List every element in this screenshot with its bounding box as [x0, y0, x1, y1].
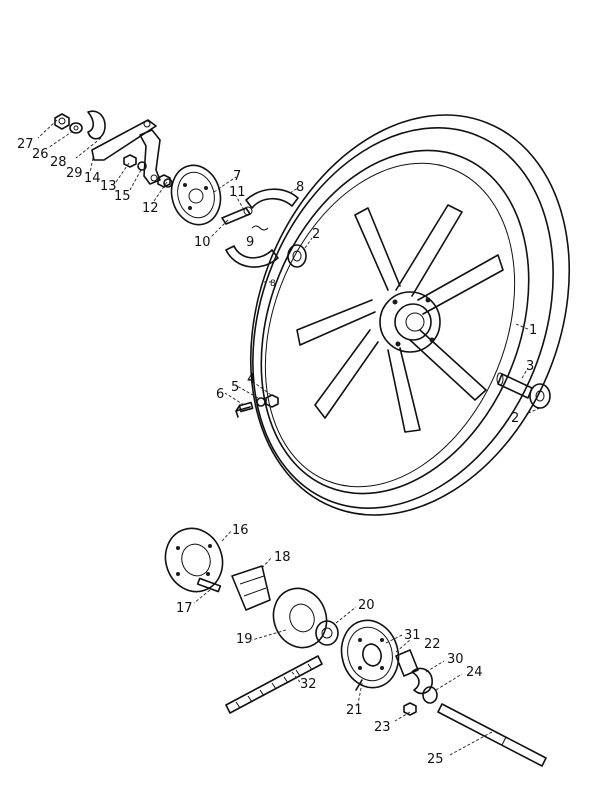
callout-label: 1 — [529, 323, 537, 338]
chain-part-32 — [225, 655, 323, 714]
callout-label: 21 — [346, 703, 363, 718]
bolt-part-17 — [196, 577, 222, 593]
washer-part-15 — [137, 161, 147, 171]
nut-part-27 — [54, 113, 70, 130]
callout-label: 32 — [300, 677, 317, 692]
sprocket-part-31 — [340, 619, 400, 689]
callout-label: 8 — [270, 279, 276, 289]
callout-label: 25 — [427, 752, 444, 767]
screw-part-6 — [235, 401, 254, 418]
nut-part-4 — [265, 394, 279, 408]
nut-part-13 — [123, 154, 137, 168]
damper-part-18 — [231, 565, 271, 611]
callout-label: 9 — [246, 235, 254, 250]
callout-label: 22 — [424, 637, 441, 652]
bearing-lower-part-2 — [529, 383, 551, 409]
bolt-part-21 — [355, 679, 363, 691]
callout-label: 10 — [194, 235, 211, 250]
bearing-part-20 — [315, 620, 339, 646]
nut-part-12 — [157, 174, 173, 188]
callout-label: 27 — [17, 137, 34, 152]
lever-arm-part-14 — [139, 129, 161, 185]
callout-label: 2 — [511, 411, 519, 426]
brake-shoe-upper-part-8 — [245, 188, 299, 209]
callout-label: 7 — [233, 169, 241, 184]
callout-label: 6 — [216, 387, 224, 402]
washer-part-5 — [256, 397, 266, 407]
callout-label: 23 — [374, 720, 391, 735]
callout-label: 3 — [526, 359, 534, 374]
callout-label: 18 — [274, 550, 291, 565]
callout-label: 24 — [466, 665, 483, 680]
callout-label: 8 — [296, 180, 304, 195]
callout-label: 29 — [66, 166, 83, 181]
cam-part-30 — [411, 667, 433, 695]
callout-label: 19 — [236, 632, 253, 647]
spacer-part-24 — [422, 686, 438, 704]
spring-part-9 — [251, 225, 269, 231]
axle-part-25 — [437, 703, 547, 767]
brake-shoe-lower-part-8 — [225, 245, 279, 268]
brake-lever-part-29 — [91, 119, 157, 161]
leader-lines — [37, 119, 541, 757]
callout-label: 12 — [142, 201, 159, 216]
bearing-upper-part-2 — [287, 244, 307, 268]
callout-label: 31 — [404, 628, 421, 643]
callout-label: 17 — [176, 601, 193, 616]
hub-flange-part-16 — [164, 527, 224, 593]
callout-label: 28 — [50, 155, 67, 170]
callout-label: 30 — [447, 652, 464, 667]
nut-part-23 — [403, 702, 417, 716]
callout-label: 2 — [312, 227, 320, 242]
callout-label: 13 — [100, 179, 117, 194]
callout-label: 5 — [231, 380, 239, 395]
spacer-part-3 — [496, 372, 533, 399]
callout-label: 14 — [84, 171, 101, 186]
callout-label: 20 — [358, 598, 375, 613]
callout-label: 26 — [32, 147, 49, 162]
callout-label: 15 — [114, 189, 131, 204]
carrier-part-19 — [272, 587, 328, 649]
wheel-part-1 — [249, 114, 571, 516]
washer-part-26 — [69, 122, 83, 134]
callout-labels: 1 2 2 3 4 5 6 7 8 8 9 10 11 12 13 14 15 … — [17, 137, 537, 767]
camshaft-part-10 — [221, 206, 253, 225]
callout-label: 11 — [229, 185, 246, 200]
callout-label: 4 — [247, 372, 255, 387]
brake-plate-part-7 — [170, 164, 222, 226]
callout-label: 16 — [232, 523, 249, 538]
lock-plate-part-22 — [395, 649, 419, 677]
cam-plate-part-28 — [87, 110, 106, 140]
